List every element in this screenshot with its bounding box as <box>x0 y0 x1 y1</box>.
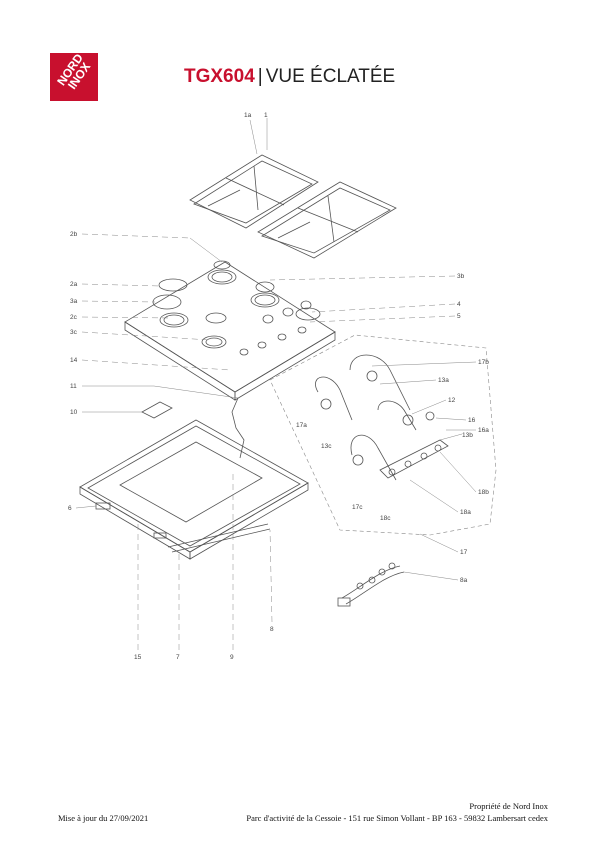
nord-inox-logo: NORD INOX <box>50 53 98 101</box>
update-date: Mise à jour du 27/09/2021 <box>58 813 149 823</box>
part-labels: 1a 1 2b 2a 3a 2c 3c 14 11 10 6 15 7 9 8 … <box>68 112 489 661</box>
part-label: 13b <box>462 432 473 439</box>
part-label: 7 <box>176 654 180 661</box>
ignition-harness <box>337 562 405 607</box>
part-label: 17 <box>460 549 468 556</box>
burner-cap <box>255 281 275 293</box>
part-label: 14 <box>70 357 78 364</box>
part-label: 17c <box>352 504 363 511</box>
part-label: 1a <box>244 112 252 119</box>
part-label: 18b <box>478 489 489 496</box>
address-line: Parc d'activité de la Cessoie - 151 rue … <box>246 813 548 823</box>
hob-top-plate <box>124 261 336 401</box>
view-title: VUE ÉCLATÉE <box>265 66 396 87</box>
part-label: 13a <box>438 377 449 384</box>
title-separator: | <box>257 66 263 87</box>
bottom-tray <box>79 419 309 560</box>
bracket-part <box>141 401 173 419</box>
part-label: 13c <box>321 443 332 450</box>
frame-bar <box>167 523 269 548</box>
knob <box>262 314 274 324</box>
burner-head <box>205 312 227 324</box>
part-label: 2a <box>70 281 78 288</box>
part-label: 15 <box>134 654 142 661</box>
owner-line: Propriété de Nord Inox <box>469 801 548 811</box>
section-boundary <box>269 334 497 536</box>
part-label: 16a <box>478 427 489 434</box>
part-label: 2b <box>70 231 78 238</box>
burner-head <box>295 307 321 321</box>
part-label: 16 <box>468 417 476 424</box>
burner-cap <box>213 260 231 270</box>
frame-bar <box>171 528 271 553</box>
gas-line-assembly <box>315 354 449 481</box>
part-label: 2c <box>70 314 78 321</box>
part-label: 17b <box>478 359 489 366</box>
part-label: 9 <box>230 654 234 661</box>
part-label: 10 <box>70 409 78 416</box>
part-label: 8a <box>460 577 468 584</box>
part-label: 11 <box>70 383 77 390</box>
part-label: 1 <box>264 112 268 119</box>
part-label: 4 <box>457 301 461 308</box>
part-label: 8 <box>270 626 274 633</box>
part-label: 12 <box>448 397 456 404</box>
pan-support-left <box>189 154 319 229</box>
part-label: 5 <box>457 313 461 320</box>
model-name: TGX604 <box>184 66 255 87</box>
part-label: 18a <box>460 509 471 516</box>
burner-cap <box>158 278 188 292</box>
part-label: 3b <box>457 273 465 280</box>
knob <box>300 300 312 310</box>
knob <box>282 307 294 317</box>
part-label: 18c <box>380 515 391 522</box>
part-label: 3a <box>70 298 78 305</box>
pan-support-right <box>257 181 397 259</box>
part-label: 6 <box>68 505 72 512</box>
part-label: 3c <box>70 329 78 336</box>
part-label: 17a <box>296 422 307 429</box>
page-title: TGX604|VUE ÉCLATÉE <box>184 66 395 88</box>
leader-lines <box>75 118 477 650</box>
